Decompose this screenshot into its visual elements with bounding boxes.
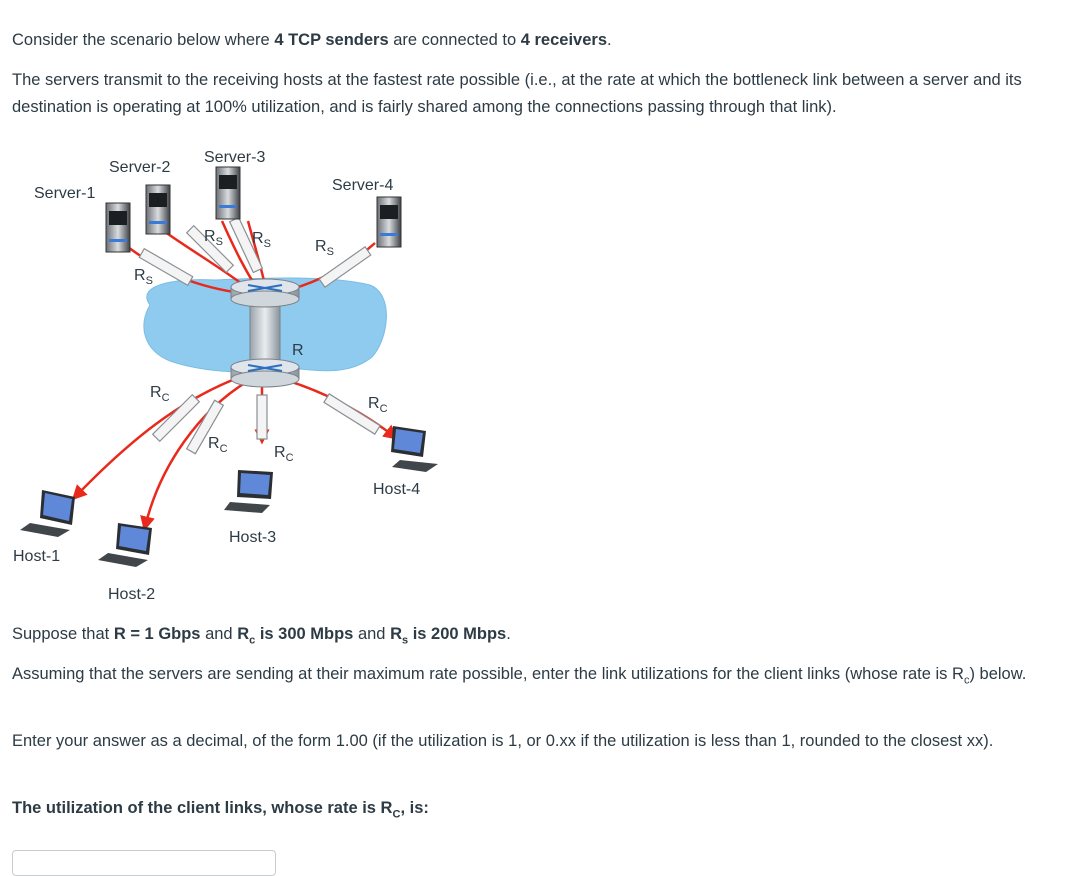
host-3-label: Host-3 [229,529,276,546]
network-diagram: Server-1 Server-2 Server-3 Server-4 Host… [13,149,438,603]
server-4-icon [376,196,402,248]
assumption-paragraph: Assuming that the servers are sending at… [12,665,1027,687]
svg-text:RC: RC [208,435,228,455]
server-4-label: Server-4 [332,177,393,194]
link-host4 [323,393,381,435]
link-host1 [151,393,201,443]
svg-text:RS: RS [252,230,271,250]
link-server4 [318,246,372,288]
link-server2 [138,247,194,287]
server-2-icon [145,184,171,235]
svg-text:RC: RC [368,395,388,415]
link-host3 [256,394,268,440]
link-tubes [138,216,381,455]
host-2-label: Host-2 [108,586,155,603]
rc-labels: RC RC RC RC [150,384,388,464]
host-3-icon [224,470,273,513]
host-1-label: Host-1 [13,548,60,565]
server-2-label: Server-2 [109,159,170,176]
host-2-icon [98,523,152,567]
svg-text:RS: RS [204,228,223,248]
host-4-label: Host-4 [373,481,420,498]
rs-labels: RS RS RS RS [134,228,334,287]
core-router [230,278,300,388]
link-host2 [185,399,225,455]
link-server3b [228,216,264,274]
intro-paragraph: Consider the scenario below where 4 TCP … [12,31,612,49]
svg-text:RC: RC [150,384,170,404]
host-1-icon [20,490,75,537]
server-1-icon [105,202,131,253]
svg-text:RS: RS [134,267,153,287]
host-4-icon [391,426,438,472]
svg-text:RC: RC [274,444,294,464]
answer-input[interactable] [12,850,276,876]
server-3-label: Server-3 [204,149,265,166]
svg-text:RS: RS [315,238,334,258]
format-instructions: Enter your answer as a decimal, of the f… [12,732,994,750]
question-prompt: The utilization of the client links, who… [12,799,429,821]
core-link-rate-label: R [292,342,304,359]
server-1-label: Server-1 [34,185,95,202]
given-values-paragraph: Suppose that R = 1 Gbps and Rc is 300 Mb… [12,625,511,647]
link-server3a [185,224,235,274]
server-3-icon [215,166,241,220]
scenario-paragraph: The servers transmit to the receiving ho… [12,71,1022,116]
